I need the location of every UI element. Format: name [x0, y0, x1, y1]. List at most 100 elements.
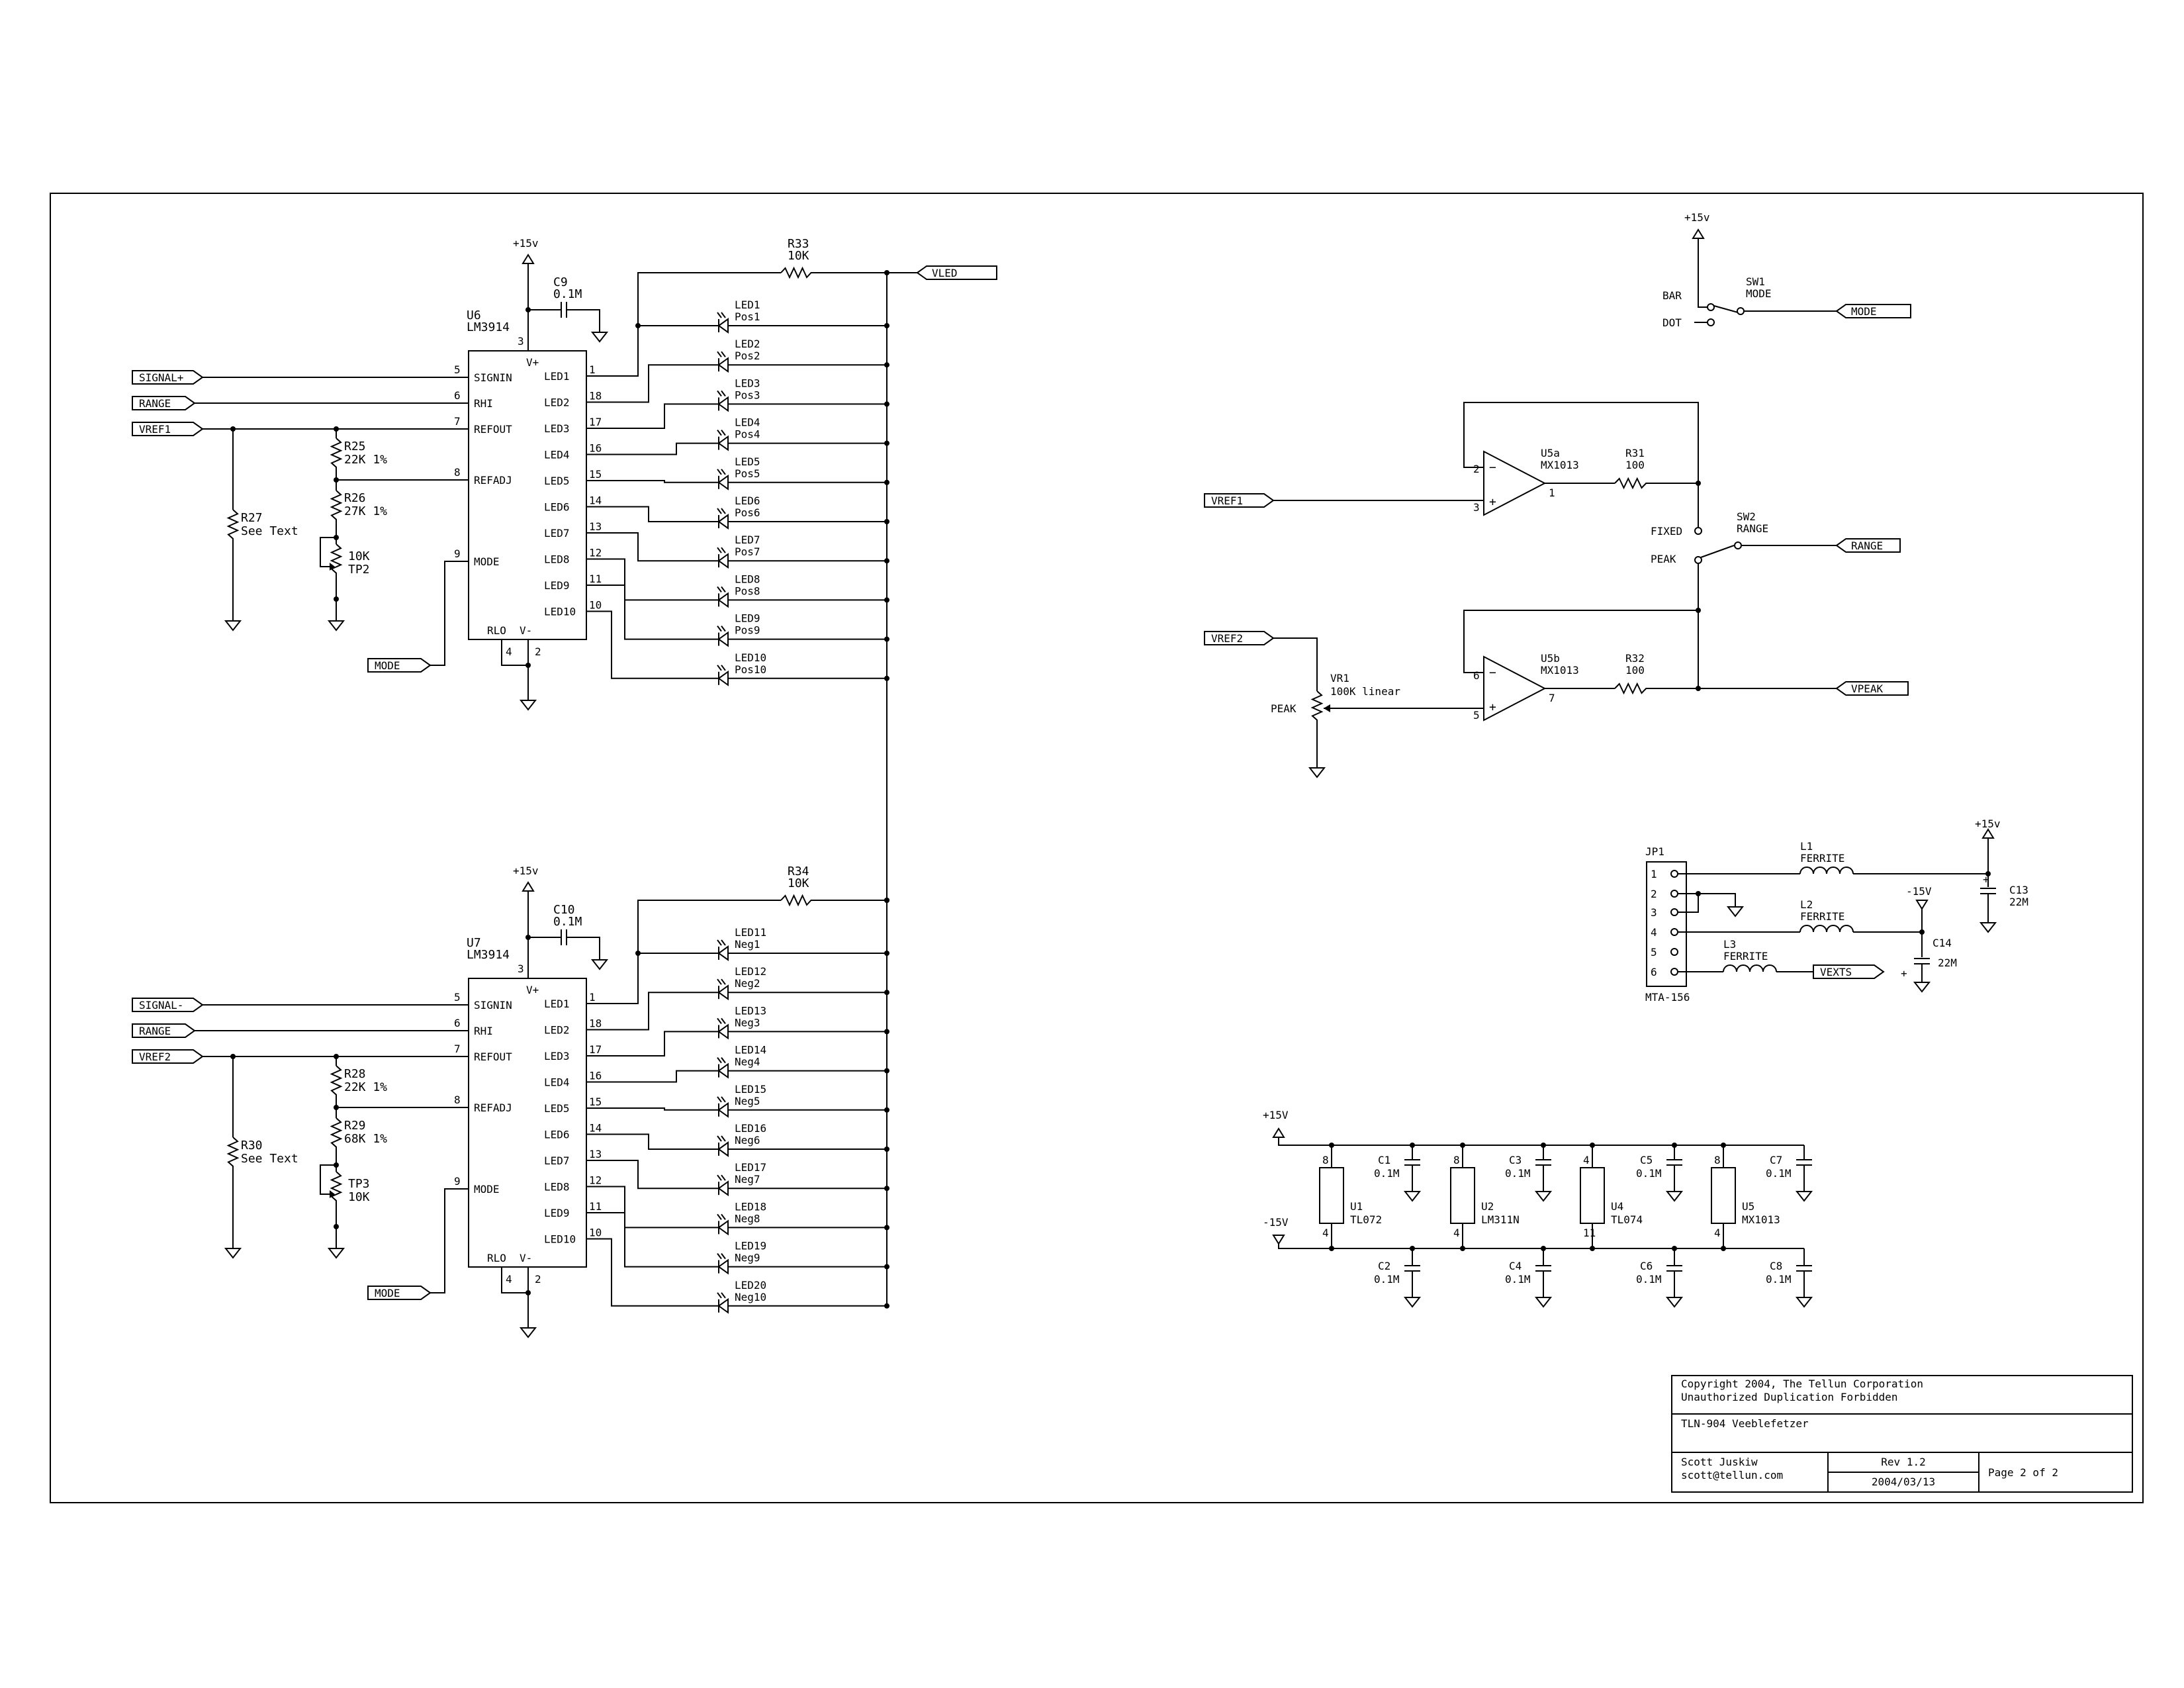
pin-label-refadj: REFADJ: [474, 474, 512, 487]
pin-label-rlo: RLO: [487, 624, 506, 637]
pin-label-signin: SIGNIN: [474, 999, 512, 1011]
light-arrow: [721, 312, 726, 318]
diode-triangle: [717, 1102, 729, 1118]
r27-value: See Text: [241, 1152, 298, 1166]
vref1-input-port: VREF1: [1204, 493, 1275, 508]
pin-label-led: LED4: [544, 1076, 570, 1089]
led-name: Pos7: [735, 545, 760, 558]
author-name: Scott Juskiw: [1681, 1456, 1758, 1468]
led-drive-wire: [586, 1212, 719, 1268]
led-diode: [717, 1135, 729, 1157]
rlo-loop-wire: [501, 639, 529, 666]
cap-ground-wire: [567, 937, 600, 960]
ic-decoupling-block: +15V-15V84U1TL07284U2LM311N411U4TL07484U…: [1263, 1109, 1813, 1308]
jp1-pin-number: 4: [1651, 926, 1657, 939]
r32-resistor: [1614, 682, 1651, 695]
cap-value: 0.1M: [553, 287, 582, 301]
light-arrow: [717, 665, 722, 671]
ground-symbol: [327, 620, 345, 632]
r32-ref: R32: [1625, 652, 1645, 665]
led-ref: LED15: [735, 1083, 766, 1096]
vled-port: VLED: [916, 265, 997, 280]
jp1-connector-body: [1646, 861, 1687, 987]
led-ref: LED6: [735, 494, 760, 507]
jp1-pin-number: 5: [1651, 946, 1657, 959]
led-ref: LED10: [735, 651, 766, 664]
pin-number: 7: [454, 415, 461, 428]
diode-triangle: [717, 631, 729, 647]
led-ref: LED14: [735, 1044, 766, 1056]
l3-value: FERRITE: [1723, 950, 1768, 962]
cap-value: 0.1M: [1374, 1167, 1400, 1180]
signal-input-port: SIGNAL+: [132, 370, 204, 385]
light-arrow: [717, 1017, 722, 1025]
pin-number: 15: [589, 468, 602, 481]
led-name: Neg6: [735, 1134, 760, 1147]
cap-value: 0.1M: [1636, 1167, 1662, 1180]
vr1-top-wire: [1273, 637, 1318, 691]
pin-number: 8: [454, 1094, 461, 1106]
pin-label-mode: MODE: [474, 1183, 500, 1196]
diode-triangle: [717, 945, 729, 961]
junction-dot: [884, 440, 889, 446]
range-input-port: RANGE: [132, 396, 196, 410]
switch-contact: [1707, 303, 1715, 311]
light-arrow: [721, 1174, 726, 1181]
port-flag-outline: [132, 1049, 204, 1064]
r27-resistor: [226, 1137, 240, 1170]
pin-label-led: LED1: [544, 998, 570, 1010]
light-arrow: [717, 939, 722, 946]
light-arrow: [717, 508, 722, 514]
page-number: Page 2 of 2: [1988, 1466, 2058, 1479]
port-flag-outline: [132, 396, 196, 410]
jp1-ground-wire: [1698, 893, 1736, 907]
cap-ref: C5: [1640, 1154, 1653, 1166]
cap-ref: C1: [1378, 1154, 1390, 1166]
led-diode: [717, 1174, 729, 1197]
r26-resistor: [330, 1117, 343, 1151]
cap-ref: C7: [1770, 1154, 1782, 1166]
ic-package-symbol: [1450, 1167, 1475, 1224]
l3-ferrite: [1723, 964, 1777, 972]
light-arrow: [717, 1135, 722, 1142]
pin-number: 17: [589, 416, 602, 428]
r26-resistor: [330, 490, 343, 524]
ground-symbol: [590, 959, 609, 970]
c13-ref: C13: [2009, 884, 2028, 896]
r25-resistor: [330, 1065, 343, 1099]
jp1-ref: JP1: [1645, 845, 1664, 858]
minus15-label: -15V: [1906, 885, 1932, 898]
power-rail-symbol: [1692, 228, 1705, 239]
pin-label-vminus: V-: [520, 1252, 532, 1264]
junction-dot: [884, 1107, 889, 1113]
switch-contact: [1694, 527, 1702, 535]
port-flag-outline: [1813, 964, 1885, 979]
pin-number: 1: [589, 991, 596, 1004]
pin-number: 12: [589, 547, 602, 559]
port-flag-outline: [1204, 493, 1275, 508]
light-arrow: [717, 547, 722, 553]
led-diode: [717, 1096, 729, 1118]
c14-capacitor: [1914, 958, 1930, 964]
junction-dot: [884, 479, 889, 485]
diode-triangle: [717, 474, 729, 491]
port-flag-outline: [1204, 631, 1275, 645]
light-arrow: [717, 429, 722, 436]
junction-dot: [884, 1068, 889, 1074]
sheet-border: [50, 193, 2144, 1503]
ic-ref: U4: [1611, 1200, 1623, 1213]
opamp-minus-sign: −: [1489, 461, 1496, 475]
junction-dot: [884, 951, 889, 956]
pin-label-led: LED5: [544, 475, 570, 487]
junction-dot: [884, 597, 889, 603]
sw1-vcc-label: +15v: [1684, 211, 1710, 224]
ic-part: TL074: [1611, 1213, 1643, 1226]
pin-label-refout: REFOUT: [474, 1051, 512, 1063]
led-ref: LED16: [735, 1122, 766, 1135]
sw2-blade: [1700, 545, 1735, 558]
pin-number: 5: [454, 363, 461, 376]
light-arrow: [721, 508, 726, 514]
cap-value: 0.1M: [1766, 1167, 1792, 1180]
cap-value: 0.1M: [1505, 1273, 1531, 1286]
c14-value: 22M: [1938, 957, 1957, 969]
